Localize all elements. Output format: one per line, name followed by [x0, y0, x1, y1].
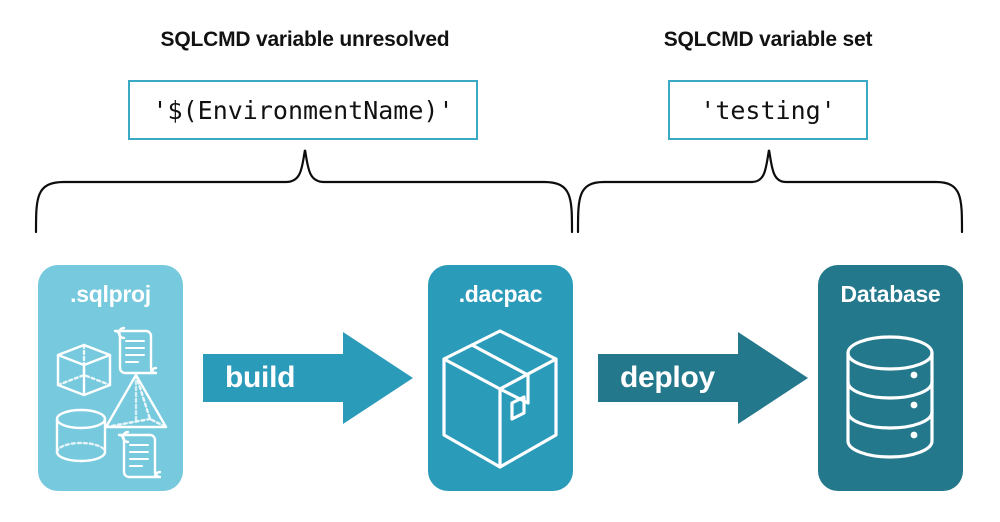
- arrow-build-shape: [203, 332, 413, 424]
- arrow-deploy-shape: [598, 332, 808, 424]
- scroll-icon: [113, 326, 158, 375]
- scroll-icon: [117, 430, 162, 479]
- pyramid-icon: [104, 373, 168, 429]
- cylinder-icon: [55, 408, 107, 463]
- database-cylinder-icon: [846, 335, 934, 459]
- arrow-build-label: build: [225, 361, 296, 394]
- cube-icon: [56, 343, 112, 397]
- dacpac-artwork: [442, 329, 558, 469]
- section-heading-unresolved: SQLCMD variable unresolved: [160, 28, 450, 51]
- node-sqlproj-label: .sqlproj: [70, 281, 151, 307]
- code-value-box-set: 'testing': [668, 80, 868, 140]
- code-value-box-unresolved: '$(EnvironmentName)': [128, 80, 478, 140]
- node-sqlproj[interactable]: .sqlproj: [38, 265, 183, 491]
- section-heading-set: SQLCMD variable set: [663, 28, 873, 51]
- node-dacpac[interactable]: .dacpac: [428, 265, 573, 491]
- node-dacpac-label: .dacpac: [458, 281, 543, 307]
- arrow-deploy-label: deploy: [620, 361, 715, 394]
- brace-connector-left: [34, 149, 574, 234]
- arrow-deploy[interactable]: deploy: [598, 332, 808, 424]
- node-database-label: Database: [840, 281, 941, 307]
- brace-connector-right: [576, 149, 964, 234]
- arrow-build[interactable]: build: [203, 332, 413, 424]
- database-artwork: [846, 335, 934, 459]
- package-box-icon: [442, 329, 558, 469]
- sqlproj-artwork: [55, 326, 168, 479]
- node-database[interactable]: Database: [818, 265, 963, 491]
